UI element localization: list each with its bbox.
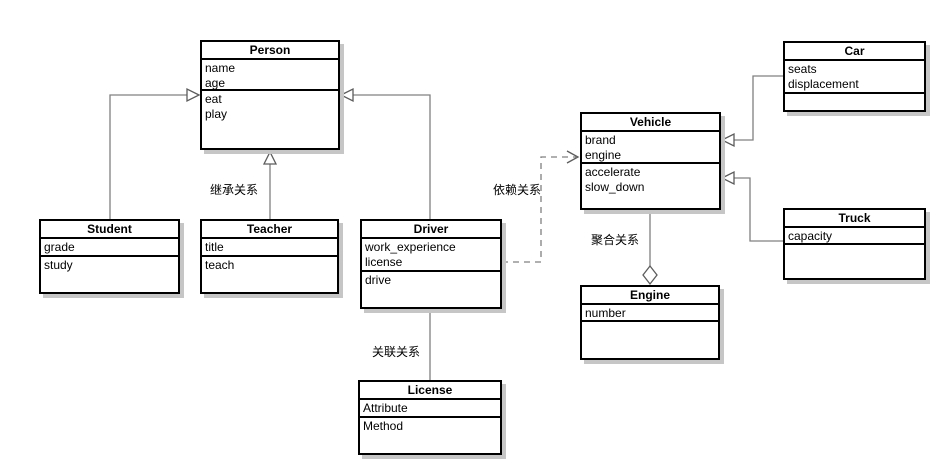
method-label: Method xyxy=(363,419,404,433)
attribute-label: title xyxy=(205,240,224,254)
attribute-label: name xyxy=(205,61,236,75)
methods-section: teach xyxy=(202,257,337,294)
aggregation-diamond xyxy=(642,264,658,286)
attribute-label: engine xyxy=(585,148,622,162)
attributes-section: work_experience license xyxy=(362,239,500,272)
edge-teacher-person-inheritance[interactable] xyxy=(262,150,278,219)
attribute-label: seats xyxy=(788,62,817,76)
class-title: Driver xyxy=(362,221,500,239)
attributes-section: capacity xyxy=(785,228,924,245)
attribute-label: grade xyxy=(44,240,75,254)
edge-driver-person-inheritance[interactable] xyxy=(339,87,431,219)
attributes-section: name age xyxy=(202,60,338,91)
attribute-label: age xyxy=(205,76,226,90)
methods-section: drive xyxy=(362,272,500,307)
class-title: Person xyxy=(202,42,338,60)
edge-vehicle-engine-aggregation[interactable] xyxy=(642,210,658,286)
class-title: Vehicle xyxy=(582,114,719,132)
attributes-section: seats displacement xyxy=(785,61,924,94)
method-label: play xyxy=(205,107,228,121)
attribute-label: capacity xyxy=(788,229,833,243)
method-label: teach xyxy=(205,258,235,272)
class-title: Teacher xyxy=(202,221,337,239)
label-inheritance-relationship[interactable]: 继承关系 xyxy=(210,183,259,197)
inheritance-arrowhead xyxy=(339,87,354,103)
class-box-person[interactable]: Person name age eat play xyxy=(200,40,340,150)
edge-truck-vehicle-inheritance[interactable] xyxy=(720,170,783,242)
edge-car-vehicle-inheritance[interactable] xyxy=(720,75,783,148)
class-box-driver[interactable]: Driver work_experience license drive xyxy=(360,219,502,309)
class-box-car[interactable]: Car seats displacement xyxy=(783,41,926,112)
class-title: Student xyxy=(41,221,178,239)
attributes-section: title xyxy=(202,239,337,257)
edge-line xyxy=(734,75,783,141)
class-box-student[interactable]: Student grade study xyxy=(39,219,180,294)
class-box-vehicle[interactable]: Vehicle brand engine accelerate slow_dow… xyxy=(580,112,721,210)
methods-section xyxy=(582,322,718,360)
edge-line xyxy=(353,94,431,219)
edge-line xyxy=(734,177,783,242)
methods-section: study xyxy=(41,257,178,294)
methods-section: accelerate slow_down xyxy=(582,164,719,208)
class-box-engine[interactable]: Engine number xyxy=(580,285,720,360)
label-association-relationship[interactable]: 关联关系 xyxy=(372,345,421,359)
attribute-label: Attribute xyxy=(363,401,408,415)
attribute-label: number xyxy=(585,306,626,320)
method-label: study xyxy=(44,258,73,272)
method-label: drive xyxy=(365,273,392,287)
class-title: License xyxy=(360,382,500,400)
attributes-section: Attribute xyxy=(360,400,500,418)
dependency-arrowhead xyxy=(566,150,580,164)
class-box-teacher[interactable]: Teacher title teach xyxy=(200,219,339,294)
inheritance-arrowhead xyxy=(720,132,735,148)
methods-section: Method xyxy=(360,418,500,455)
attribute-label: displacement xyxy=(788,77,859,91)
attribute-label: license xyxy=(365,255,403,269)
methods-section: eat play xyxy=(202,91,338,148)
class-box-license[interactable]: License Attribute Method xyxy=(358,380,502,455)
methods-section xyxy=(785,94,924,110)
inheritance-arrowhead xyxy=(720,170,735,186)
attribute-label: work_experience xyxy=(365,240,456,254)
label-aggregation-relationship[interactable]: 聚合关系 xyxy=(591,233,640,247)
edge-driver-vehicle-dependency[interactable] xyxy=(502,150,580,263)
edge-line xyxy=(502,156,576,263)
inheritance-arrowhead xyxy=(186,87,201,103)
attribute-label: brand xyxy=(585,133,616,147)
label-dependency-relationship[interactable]: 依赖关系 xyxy=(493,183,542,197)
edge-student-person-inheritance[interactable] xyxy=(109,87,201,219)
method-label: slow_down xyxy=(585,180,645,194)
method-label: accelerate xyxy=(585,165,641,179)
class-title: Car xyxy=(785,43,924,61)
inheritance-arrowhead xyxy=(262,150,278,165)
methods-section xyxy=(785,245,924,280)
attributes-section: brand engine xyxy=(582,132,719,164)
class-title: Truck xyxy=(785,210,924,228)
attributes-section: grade xyxy=(41,239,178,257)
method-label: eat xyxy=(205,92,222,106)
attributes-section: number xyxy=(582,305,718,322)
class-box-truck[interactable]: Truck capacity xyxy=(783,208,926,280)
class-title: Engine xyxy=(582,287,718,305)
edge-line xyxy=(109,94,187,219)
